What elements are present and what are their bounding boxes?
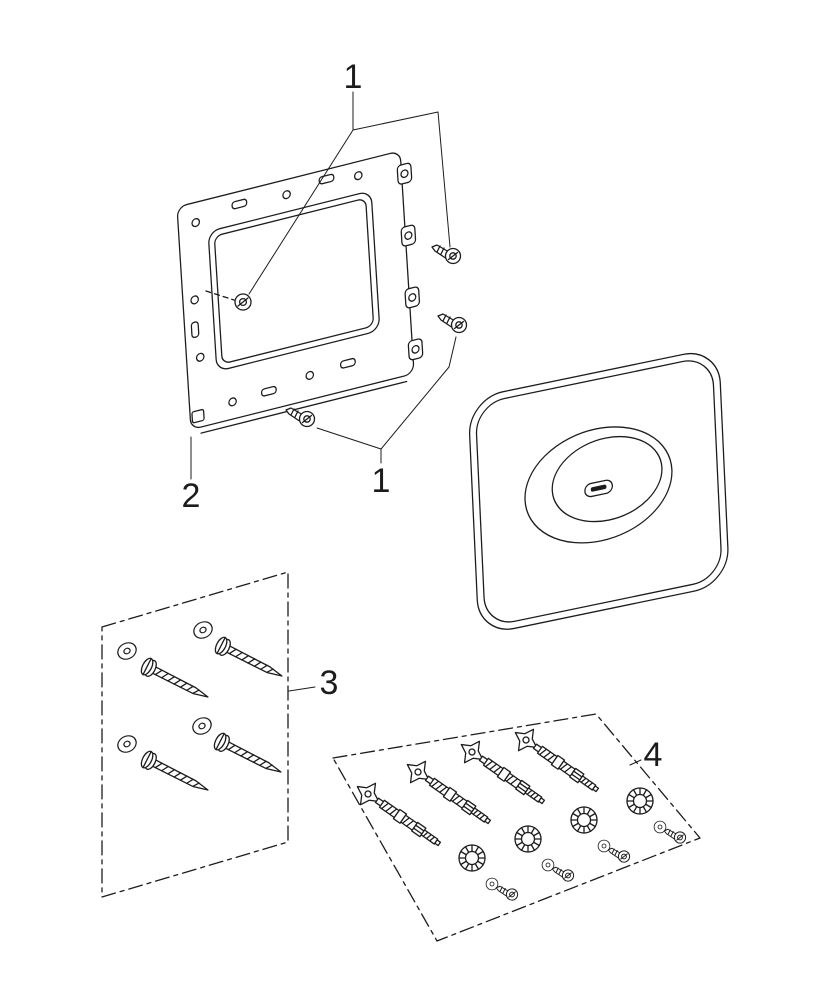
washer <box>114 732 140 756</box>
leader-1-top <box>248 91 451 295</box>
parts-box-3 <box>101 571 289 898</box>
washer <box>190 618 216 642</box>
connector-rod-set <box>332 713 701 942</box>
small-screw <box>607 847 631 863</box>
frame-side-tabs <box>396 162 424 361</box>
knurled-nut <box>570 806 598 834</box>
leader-4 <box>629 759 642 766</box>
plate-face-edge <box>475 360 722 623</box>
frame-thickness-edge <box>200 380 408 434</box>
callout-label-1-bottom: 1 <box>372 462 391 500</box>
fixing-screw-mid-right <box>437 313 468 334</box>
small-screw <box>663 828 687 844</box>
fixing-screw-top-right <box>431 244 462 265</box>
washer <box>114 639 140 663</box>
hidden-line <box>205 290 235 301</box>
long-screw <box>138 748 213 800</box>
frame-holes <box>190 171 363 407</box>
frame-opening-inner <box>214 199 374 363</box>
flush-button-inner <box>551 435 663 523</box>
long-screw <box>211 730 286 782</box>
frame-outline <box>176 152 415 429</box>
flush-plate <box>468 352 729 630</box>
fixing-screw-bottom <box>285 407 316 428</box>
callout-label-3: 3 <box>320 664 339 702</box>
knurled-nut <box>458 844 486 872</box>
leader-3 <box>288 686 316 692</box>
callout-leaders <box>190 91 642 766</box>
parts-box-4 <box>332 713 701 942</box>
long-screw <box>138 655 213 707</box>
leader-1-bottom <box>316 336 457 464</box>
callout-label-4: 4 <box>644 736 663 774</box>
mounting-frame <box>176 152 424 434</box>
callout-label-1-top: 1 <box>344 58 363 96</box>
long-screw <box>212 634 287 686</box>
washer <box>189 714 215 738</box>
small-screw <box>495 885 519 901</box>
fixing-screw-center <box>205 290 252 311</box>
screw-washer-set <box>101 571 289 898</box>
grohe-logo <box>584 479 613 498</box>
knurled-nut <box>514 825 542 853</box>
frame-slots <box>190 173 356 424</box>
small-screw <box>551 866 575 882</box>
frame-opening-outer <box>208 192 380 370</box>
knurled-nut <box>626 787 654 815</box>
callout-label-2: 2 <box>182 477 201 515</box>
drawing-root: 1 1 2 3 4 <box>101 58 729 942</box>
